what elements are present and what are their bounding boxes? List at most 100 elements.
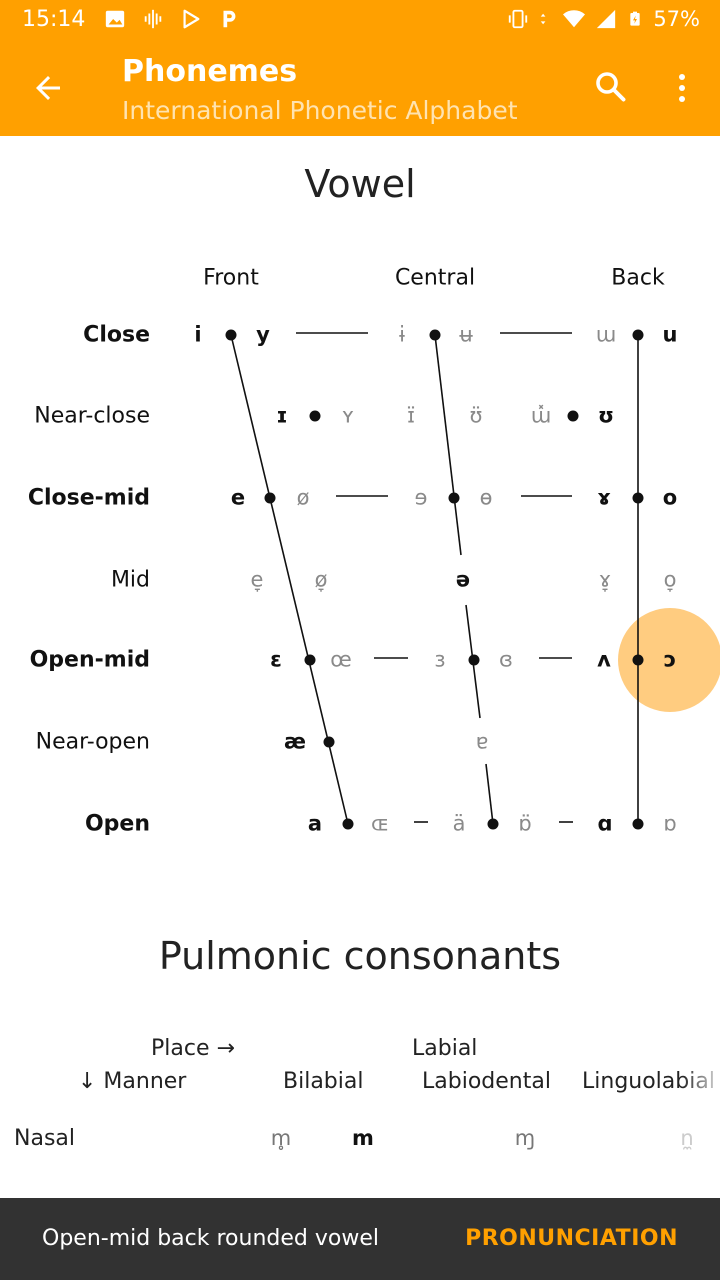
trapezoid-line xyxy=(434,334,462,556)
row-label-near-close: Near-close xyxy=(34,403,150,429)
group-header-labial: Labial xyxy=(412,1036,478,1061)
more-vert-icon[interactable] xyxy=(670,70,694,106)
vowel-symbol[interactable]: ɨ xyxy=(399,322,405,347)
vowel-symbol[interactable]: ɤ xyxy=(597,485,611,510)
trapezoid-line xyxy=(485,763,494,825)
vowel-symbol[interactable]: ɑ xyxy=(597,811,613,836)
vowel-dot xyxy=(632,654,644,666)
place-header: Place → xyxy=(151,1036,235,1061)
vowel-symbol[interactable]: e xyxy=(230,485,246,510)
vowel-dot xyxy=(323,736,335,748)
vowel-dot xyxy=(632,818,644,830)
vowel-trapezoid xyxy=(225,329,720,830)
vowel-dot xyxy=(487,818,499,830)
vowel-symbol[interactable]: ʏ xyxy=(341,403,355,428)
vowel-dot xyxy=(264,492,276,504)
page-title: Phonemes xyxy=(122,54,298,89)
podcast-icon xyxy=(144,9,162,29)
vowel-symbol[interactable]: ɜ xyxy=(434,647,446,672)
vowel-dot xyxy=(632,329,644,341)
vowel-symbol[interactable]: ɶ xyxy=(370,811,390,836)
column-label-back: Back xyxy=(611,265,665,291)
snackbar-message: Open-mid back rounded vowel xyxy=(42,1226,379,1251)
vowel-symbol[interactable]: ʉ xyxy=(459,322,473,347)
vowel-symbol[interactable]: ø̞ xyxy=(314,567,328,592)
column-header-labiodental: Labiodental xyxy=(422,1069,551,1094)
signal-icon xyxy=(597,9,616,29)
vowel-dot xyxy=(567,410,579,422)
play-store-icon xyxy=(183,9,200,29)
vowel-symbol[interactable]: y xyxy=(256,322,270,347)
column-header-linguolabial: Linguolabial xyxy=(582,1069,715,1094)
row-label-open: Open xyxy=(84,811,150,837)
vowel-dot xyxy=(309,410,321,422)
vowel-symbol[interactable]: ä xyxy=(452,811,466,836)
vowel-symbol[interactable]: a xyxy=(307,811,323,836)
status-time: 15:14 xyxy=(22,7,86,32)
vowel-symbol[interactable]: ʊ xyxy=(597,403,615,428)
consonant-symbol[interactable]: m xyxy=(352,1126,374,1150)
vowel-dot xyxy=(342,818,354,830)
pronunciation-button[interactable]: PRONUNCIATION xyxy=(465,1226,678,1251)
vowel-symbol[interactable]: ɵ xyxy=(479,485,493,510)
vowel-symbol[interactable]: u xyxy=(662,322,678,347)
vowel-symbol[interactable]: e̞ xyxy=(250,567,264,592)
consonant-section-title: Pulmonic consonants xyxy=(158,934,562,978)
vowel-symbol[interactable]: ɯ xyxy=(595,322,617,347)
battery-icon xyxy=(630,11,640,26)
vowel-symbol[interactable]: ɘ xyxy=(414,485,428,510)
notification-icons xyxy=(104,8,240,30)
page-subtitle: International Phonetic Alphabet xyxy=(122,96,518,125)
vowel-symbol[interactable]: ø xyxy=(296,485,310,510)
row-label-near-open: Near-open xyxy=(35,729,150,755)
highlight-circle xyxy=(618,608,720,712)
vowel-dot xyxy=(429,329,441,341)
vowel-symbol[interactable]: ɞ xyxy=(499,647,513,672)
image-icon xyxy=(105,10,125,28)
row-label-mid: Mid xyxy=(110,567,150,593)
consonant-symbol[interactable]: m̥ xyxy=(270,1126,292,1150)
system-icons: 57% xyxy=(507,7,700,31)
vowel-symbol[interactable]: ɐ xyxy=(475,729,489,754)
vowel-symbol[interactable]: ɤ̞ xyxy=(598,567,612,592)
row-label-close: Close xyxy=(83,322,150,348)
vowel-symbol[interactable]: ɪ̈ xyxy=(407,403,415,428)
vowel-dot xyxy=(448,492,460,504)
vowel-dot xyxy=(225,329,237,341)
back-arrow-icon[interactable] xyxy=(30,70,66,106)
vowel-symbol[interactable]: ʌ xyxy=(597,647,611,672)
vibrate-icon xyxy=(509,9,528,29)
vowel-symbol[interactable]: ɯ̽ xyxy=(530,403,552,428)
row-label-close-mid: Close-mid xyxy=(27,485,150,511)
vowel-dot xyxy=(632,492,644,504)
vowel-dot xyxy=(468,654,480,666)
vowel-symbol[interactable]: ɒ xyxy=(663,811,677,836)
vowel-symbol[interactable]: ɪ xyxy=(276,403,288,428)
vowel-symbol[interactable]: ɒ̈ xyxy=(518,811,532,836)
column-label-front: Front xyxy=(203,265,259,291)
row-label-open-mid: Open-mid xyxy=(29,647,150,673)
consonant-symbol[interactable]: n̼ xyxy=(680,1126,694,1150)
pandora-icon xyxy=(223,10,236,28)
row-header-nasal: Nasal xyxy=(14,1126,75,1151)
vowel-symbol[interactable]: ə xyxy=(455,567,471,592)
vowel-symbol[interactable]: æ xyxy=(283,729,307,754)
vowel-symbol[interactable]: ʊ̈ xyxy=(469,403,483,428)
search-icon[interactable] xyxy=(592,68,628,104)
wifi-icon xyxy=(563,10,586,28)
battery-percent: 57% xyxy=(653,7,700,31)
vowel-section-title: Vowel xyxy=(304,162,416,206)
consonant-symbol[interactable]: ɱ xyxy=(514,1126,536,1150)
vowel-symbol[interactable]: o xyxy=(662,485,678,510)
vowel-symbol[interactable]: ɔ xyxy=(663,647,677,672)
data-arrows-icon xyxy=(541,13,546,25)
column-label-central: Central xyxy=(394,265,476,291)
vowel-symbol[interactable]: œ xyxy=(330,647,352,672)
status-bar: 15:14 57% xyxy=(0,0,720,40)
snackbar: Open-mid back rounded vowel PRONUNCIATIO… xyxy=(0,1198,720,1280)
vowel-symbol[interactable]: i xyxy=(194,322,202,347)
vowel-symbol[interactable]: o̞ xyxy=(663,567,677,592)
manner-header: ↓ Manner xyxy=(78,1069,187,1094)
column-header-bilabial: Bilabial xyxy=(283,1069,364,1094)
vowel-symbol[interactable]: ɛ xyxy=(270,647,282,672)
